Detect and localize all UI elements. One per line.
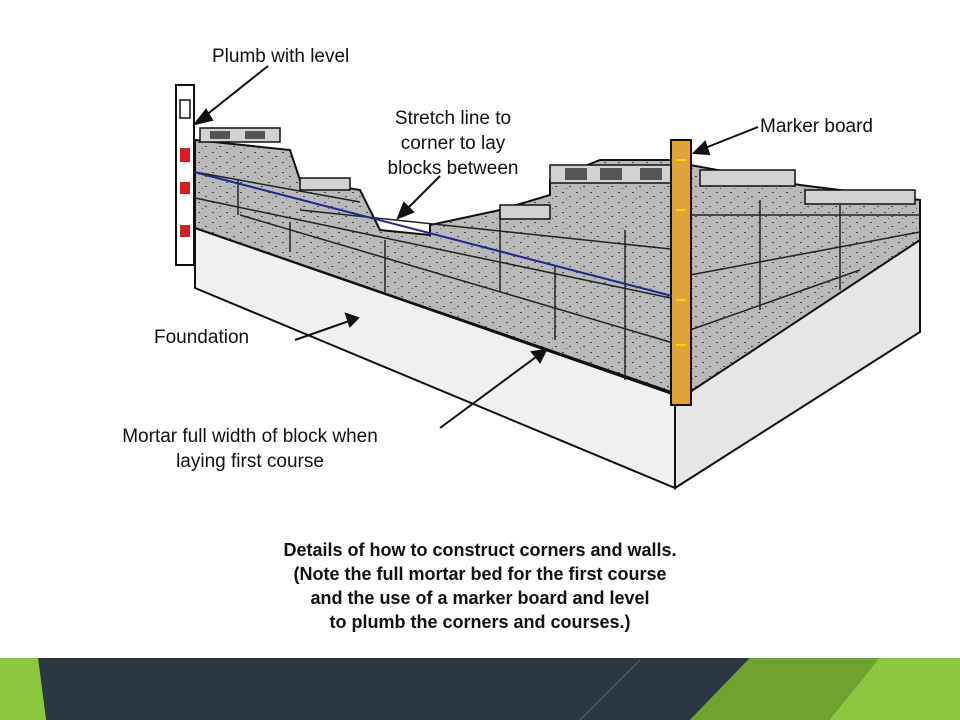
label-foundation: Foundation: [154, 327, 250, 348]
leader-arrows: [192, 65, 759, 429]
label-marker-board: Marker board: [760, 116, 873, 137]
plumb-level: [175, 84, 195, 266]
caption-line-2: (Note the full mortar bed for the first …: [293, 564, 667, 584]
label-stretch-line: Stretch line to corner to lay blocks bet…: [358, 106, 548, 181]
wall-construction-diagram: [175, 65, 921, 490]
label-stretch-line-3: blocks between: [387, 158, 519, 179]
caption-line-3: and the use of a marker board and level: [310, 588, 650, 608]
label-mortar-1: Mortar full width of block when: [122, 426, 378, 447]
label-mortar: Mortar full width of block when laying f…: [60, 424, 440, 474]
marker-board: [670, 139, 692, 406]
caption-line-1: Details of how to construct corners and …: [283, 540, 677, 560]
diagram-caption: Details of how to construct corners and …: [150, 538, 810, 634]
label-plumb-with-level: Plumb with level: [212, 46, 350, 67]
stretch-line: [193, 171, 673, 297]
right-wall: [689, 163, 921, 394]
label-stretch-line-2: corner to lay: [400, 133, 506, 154]
slide-footer-band: [0, 658, 960, 720]
label-mortar-2: laying first course: [176, 451, 324, 472]
caption-line-4: to plumb the corners and courses.): [329, 612, 631, 632]
label-stretch-line-1: Stretch line to: [394, 108, 512, 129]
